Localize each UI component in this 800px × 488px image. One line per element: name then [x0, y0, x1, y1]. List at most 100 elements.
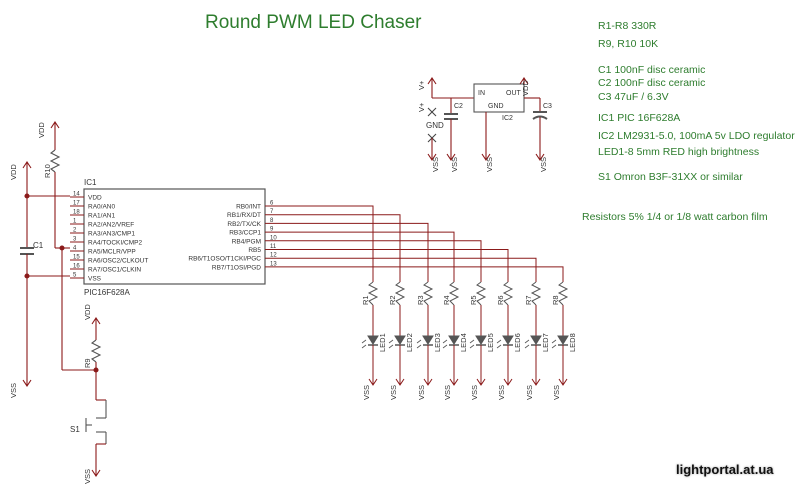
resistor-symbol	[367, 281, 379, 306]
rb-trace	[265, 231, 455, 282]
resistor-symbol	[502, 281, 514, 306]
led-symbol	[367, 335, 379, 345]
ic1-pin-number: 12	[270, 253, 277, 259]
ic1-pin-number: 15	[73, 255, 80, 261]
ic1-pin-number: 5	[73, 273, 77, 279]
resistor-symbol	[530, 281, 542, 306]
regulator-section	[427, 77, 548, 161]
parts-note: LED1-8 5mm RED high brightness	[598, 146, 760, 158]
ic1-pin-number: 14	[73, 192, 80, 198]
ic1-pin-name: RB4/PGM	[232, 238, 261, 245]
led-bank: R1LED1VSSR2LED2VSSR3LED3VSSR4LED4VSSR5LE…	[361, 281, 577, 400]
parts-note: S1 Omron B3F-31XX or similar	[598, 171, 743, 183]
ic1-pin-name: RA6/OSC2/CLKOUT	[88, 258, 148, 265]
vss-label: VSS	[443, 385, 452, 400]
vss-arrow	[449, 378, 459, 386]
vdd-label: VDD	[37, 122, 46, 138]
vss-label: VSS	[539, 157, 548, 172]
rb-trace	[265, 266, 564, 282]
vss-label: VSS	[497, 385, 506, 400]
vss-label: VSS	[83, 469, 92, 484]
vdd-label: VDD	[9, 164, 18, 180]
vss-arrow	[558, 378, 568, 386]
watermark: lightportal.at.ua	[676, 462, 774, 477]
led-symbol	[475, 335, 487, 345]
vss-label: VSS	[9, 383, 18, 398]
r10-label: R10	[43, 164, 52, 178]
ic1-pin-name: RA7/OSC1/CLKIN	[88, 267, 141, 274]
vplus-label: V+	[417, 102, 426, 112]
resistor-symbol	[475, 281, 487, 306]
led-symbol	[394, 335, 406, 345]
ic1-pin-number: 7	[270, 209, 274, 215]
ic1-pin-name: RB0/INT	[236, 204, 261, 211]
ic1-pin-number: 17	[73, 201, 80, 207]
ic1-pin-name: RA5/MCLR/VPP	[88, 249, 136, 256]
ic1-pin-number: 16	[73, 264, 80, 270]
vss-arrow	[423, 378, 433, 386]
s1-label: S1	[70, 425, 80, 434]
parts-note: IC2 LM2931-5.0, 100mA 5v LDO regulator	[598, 130, 795, 142]
resistor-note: Resistors 5% 1/4 or 1/8 watt carbon film	[582, 211, 768, 223]
led-symbol	[530, 335, 542, 345]
ic1-pin-name: VDD	[88, 195, 102, 202]
vss-label: VSS	[552, 385, 561, 400]
ic1-pin-number: 8	[270, 218, 274, 224]
rb-trace	[265, 205, 374, 282]
led-label: LED4	[459, 333, 468, 352]
parts-note: R9, R10 10K	[598, 38, 659, 50]
vss-label: VSS	[389, 385, 398, 400]
ic1-pin-name: RA1/AN1	[88, 213, 115, 220]
ic2-in-label: IN	[478, 90, 485, 97]
vss-label: VSS	[417, 385, 426, 400]
resistor-label: R3	[416, 295, 425, 305]
led-label: LED2	[405, 333, 414, 352]
ic1-pin-number: 6	[270, 201, 274, 207]
parts-note: R1-R8 330R	[598, 20, 657, 32]
light-arrows	[524, 339, 530, 349]
resistor-symbol	[422, 281, 434, 306]
vss-label: VSS	[485, 157, 494, 172]
ic1-pin-number: 9	[270, 227, 274, 233]
resistor-label: R1	[361, 295, 370, 305]
vss-label: VSS	[470, 385, 479, 400]
light-arrows	[496, 339, 502, 349]
resistor-label: R4	[442, 295, 451, 305]
ic1-ref: IC1	[84, 178, 97, 187]
ic1-pin-number: 4	[73, 246, 77, 252]
ic1-pin-name: RB5	[248, 247, 261, 254]
c3-label: C3	[543, 103, 552, 110]
c2-label: C2	[454, 103, 463, 110]
ic1-pin-number: 3	[73, 237, 77, 243]
light-arrows	[361, 339, 367, 349]
led-label: LED6	[513, 333, 522, 352]
vdd-label: VDD	[83, 304, 92, 320]
ic1-pin-number: 2	[73, 228, 77, 234]
ic1-pin-name: RB3/CCP1	[229, 230, 261, 237]
led-label: LED7	[541, 333, 550, 352]
light-arrows	[416, 339, 422, 349]
resistor-label: R5	[469, 295, 478, 305]
ic1-pin-name: RA0/AN0	[88, 204, 115, 211]
diagram-title: Round PWM LED Chaser	[205, 12, 422, 33]
light-arrows	[388, 339, 394, 349]
ic1-part: PIC16F628A	[84, 288, 130, 297]
led-label: LED1	[378, 333, 387, 352]
resistor-label: R7	[524, 295, 533, 305]
light-arrows	[442, 339, 448, 349]
rb-trace	[265, 249, 509, 282]
vss-arrow	[368, 378, 378, 386]
led-symbol	[557, 335, 569, 345]
resistor-symbol	[557, 281, 569, 306]
vss-arrow	[395, 378, 405, 386]
vss-label: VSS	[431, 157, 440, 172]
c1-label: C1	[33, 241, 44, 250]
